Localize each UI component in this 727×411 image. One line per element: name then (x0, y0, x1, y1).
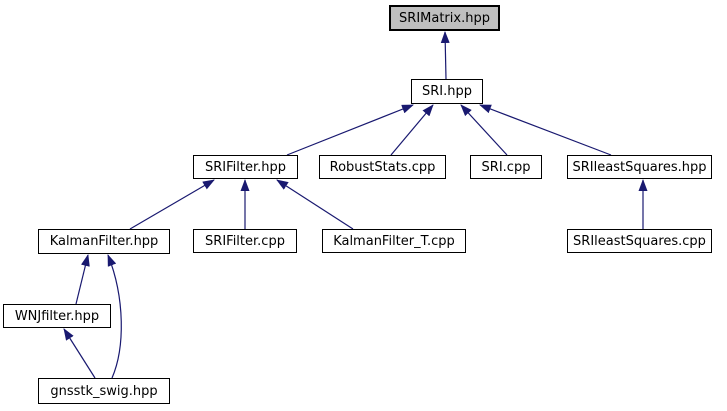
node-kalmanfilter-hpp[interactable]: KalmanFilter.hpp (38, 229, 170, 254)
edge-robuststats-cpp-to-sri-hpp (390, 104, 434, 156)
edge-kalmanfilter-hpp-to-srifilter-hpp (129, 179, 215, 230)
node-kalmanfilter-t-cpp[interactable]: KalmanFilter_T.cpp (322, 229, 466, 253)
node-wnjfilter-hpp[interactable]: WNJfilter.hpp (3, 304, 111, 328)
node-robuststats-cpp[interactable]: RobustStats.cpp (319, 155, 446, 179)
node-srileastsquares-hpp[interactable]: SRIleastSquares.hpp (567, 155, 712, 179)
node-gnsstk-swig-hpp[interactable]: gnsstk_swig.hpp (38, 378, 170, 404)
edge-srileastsquares-hpp-to-sri-hpp (479, 104, 612, 156)
edge-kalmanfilter-t-cpp-to-srifilter-hpp (276, 179, 354, 230)
node-srifilter-cpp[interactable]: SRIFilter.cpp (193, 229, 297, 253)
node-srifilter-hpp[interactable]: SRIFilter.hpp (193, 155, 298, 179)
node-sri-hpp[interactable]: SRI.hpp (411, 79, 483, 104)
edge-wnjfilter-hpp-to-kalmanfilter-hpp (75, 254, 90, 305)
edge-gnsstk-swig-hpp-to-kalmanfilter-hpp (107, 254, 122, 379)
edge-srifilter-hpp-to-sri-hpp (286, 104, 414, 156)
edge-sri-cpp-to-sri-hpp (460, 104, 508, 156)
node-sri-cpp[interactable]: SRI.cpp (470, 155, 542, 179)
edge-sri-hpp-to-srimatrix-hpp (440, 31, 450, 80)
node-srileastsquares-cpp[interactable]: SRIleastSquares.cpp (567, 229, 712, 253)
edge-gnsstk-swig-hpp-to-wnjfilter-hpp (63, 328, 96, 379)
node-srimatrix-hpp[interactable]: SRIMatrix.hpp (389, 5, 500, 31)
